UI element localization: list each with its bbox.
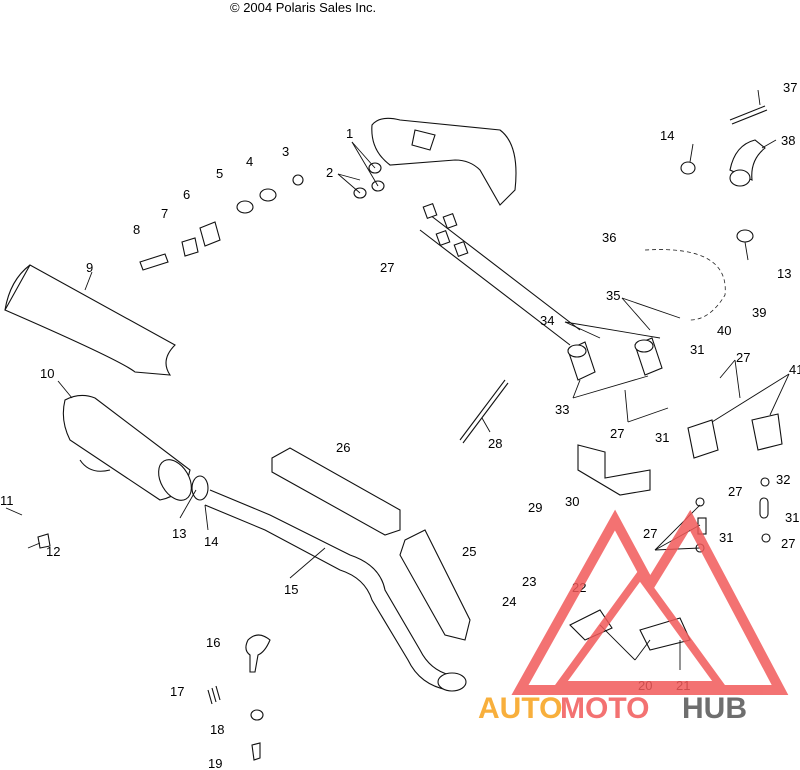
automotohub-logo: AUTO MOTO HUB [478, 509, 789, 725]
callout-6: 6 [183, 187, 190, 202]
callout-5: 5 [216, 166, 223, 181]
callout-14b: 14 [204, 534, 218, 549]
callout-31c: 31 [719, 530, 733, 545]
heat-shield-25-part [399, 529, 471, 641]
callout-9: 9 [86, 260, 93, 275]
callout-25: 25 [462, 544, 476, 559]
callout-16: 16 [206, 635, 220, 650]
logo-text-moto: MOTO [560, 692, 649, 725]
callout-2: 2 [326, 165, 333, 180]
callout-4: 4 [246, 154, 253, 169]
callout-3: 3 [282, 144, 289, 159]
callout-38: 38 [781, 133, 795, 148]
sensor-41-part [687, 413, 783, 459]
logo-text-hub: HUB [682, 692, 747, 725]
callout-28: 28 [488, 436, 502, 451]
callout-27f: 27 [781, 536, 795, 551]
logo-triangle-inner [552, 568, 728, 689]
copyright-notice: © 2004 Polaris Sales Inc. [230, 0, 377, 15]
spring-37-part [729, 105, 768, 125]
callout-33: 33 [555, 402, 569, 417]
callout-labels: 1 2 3 4 5 6 7 8 9 10 11 12 13 13 14 14 1… [0, 80, 800, 770]
callout-14a: 14 [660, 128, 674, 143]
callout-36: 36 [602, 230, 616, 245]
leader-lines [5, 89, 790, 670]
callout-31a: 31 [690, 342, 704, 357]
callout-31d: 31 [785, 510, 799, 525]
callout-39: 39 [752, 305, 766, 320]
rod-28-part [459, 379, 509, 444]
callout-27a: 27 [380, 260, 394, 275]
muffler-part [62, 394, 209, 501]
exhaust-pipe-part [204, 489, 467, 692]
callout-24: 24 [502, 594, 516, 609]
callout-27c: 27 [610, 426, 624, 441]
callout-19: 19 [208, 756, 222, 770]
callout-40: 40 [717, 323, 731, 338]
logo-text-auto: AUTO [478, 692, 562, 725]
elbow-38-part [729, 139, 766, 243]
heat-shield-26-part [271, 447, 401, 536]
callout-13b: 13 [777, 266, 791, 281]
callout-1: 1 [346, 126, 353, 141]
callout-27b: 27 [736, 350, 750, 365]
callout-7: 7 [161, 206, 168, 221]
callout-27e: 27 [643, 526, 657, 541]
header-pipe-part [371, 117, 517, 206]
callout-10: 10 [40, 366, 54, 381]
callout-41: 41 [789, 362, 800, 377]
callout-34: 34 [540, 313, 554, 328]
hardware-parts [37, 161, 771, 761]
heat-shield-part [4, 264, 176, 376]
resonator-33-part [567, 337, 663, 381]
callout-26: 26 [336, 440, 350, 455]
callout-23: 23 [522, 574, 536, 589]
callout-8: 8 [133, 222, 140, 237]
callout-35: 35 [606, 288, 620, 303]
callout-11: 11 [0, 493, 14, 508]
hose-39-line [644, 249, 726, 321]
callout-30: 30 [565, 494, 579, 509]
callout-15: 15 [284, 582, 298, 597]
callout-31b: 31 [655, 430, 669, 445]
callout-17: 17 [170, 684, 184, 699]
callout-13a: 13 [172, 526, 186, 541]
bracket-30-part [577, 444, 651, 496]
callout-12: 12 [46, 544, 60, 559]
callout-37: 37 [783, 80, 797, 95]
logo-triangle-outer [511, 509, 789, 695]
callout-29: 29 [528, 500, 542, 515]
callout-32: 32 [776, 472, 790, 487]
pipe-assembly-part [419, 202, 581, 346]
callout-18: 18 [210, 722, 224, 737]
callout-27d: 27 [728, 484, 742, 499]
